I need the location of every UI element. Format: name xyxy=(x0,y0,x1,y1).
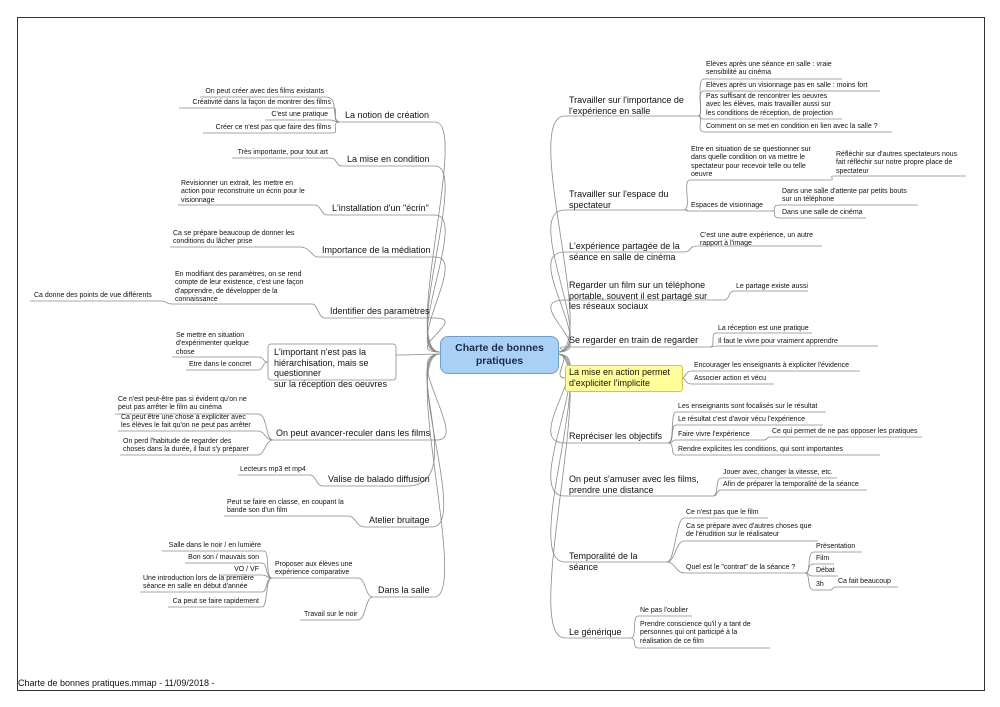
topic-experience-en-salle[interactable]: Travailler sur l'importance de l'expérie… xyxy=(569,95,684,116)
subtopic[interactable]: Une introduction lors de la première séa… xyxy=(143,575,254,591)
subtopic[interactable]: Ce qui permet de ne pas opposer les prat… xyxy=(772,428,918,435)
topic-mise-en-action[interactable]: La mise en action permet d'expliciter l'… xyxy=(569,367,671,388)
subtopic[interactable]: Ne pas l'oublier xyxy=(640,607,689,614)
topic-parametres[interactable]: Identifier des paramètres xyxy=(330,306,430,316)
subtopic[interactable]: Associer action et vécu xyxy=(694,375,766,382)
subtopic[interactable]: Ce n'est peut-être pas si évident qu'on … xyxy=(118,396,247,412)
subtopic[interactable]: Etre en situation de se questionner sur … xyxy=(691,146,811,178)
subtopic[interactable]: Elèves après un visionnage pas en salle … xyxy=(706,82,868,89)
subtopic[interactable]: Créer ce n'est pas que faire des films xyxy=(215,124,331,131)
topic-installation-ecrin[interactable]: L'installation d'un "écrin" xyxy=(332,203,429,213)
topic-balado-diffusion[interactable]: Valise de balado diffusion xyxy=(328,474,430,484)
topic-dans-la-salle[interactable]: Dans la salle xyxy=(378,585,430,595)
topic-generique[interactable]: Le générique xyxy=(569,627,622,637)
subtopic[interactable]: Lecteurs mp3 et mp4 xyxy=(240,466,306,473)
subtopic[interactable]: Réfléchir sur d'autres spectateurs nous … xyxy=(836,151,958,175)
subtopic[interactable]: Les enseignants sont focalisés sur le ré… xyxy=(678,403,818,410)
topic-espace-spectateur[interactable]: Travailler sur l'espace du spectateur xyxy=(569,189,669,210)
subtopic[interactable]: Rendre explicites les conditions, qui so… xyxy=(678,446,843,453)
topic-se-regarder[interactable]: Se regarder en train de regarder xyxy=(569,335,699,345)
subtopic[interactable]: Ca fait beaucoup xyxy=(838,578,891,585)
topic-samuser[interactable]: On peut s'amuser avec les films, prendre… xyxy=(569,474,699,495)
subtopic[interactable]: Comment on se met en condition en lien a… xyxy=(706,123,878,130)
topic-telephone-portable[interactable]: Regarder un film sur un téléphone portab… xyxy=(569,280,708,312)
subtopic[interactable]: Jouer avec, changer la vitesse, etc. xyxy=(723,469,833,476)
topic-experience-partagee[interactable]: L'expérience partagée de la séance en sa… xyxy=(569,241,680,262)
subtopic[interactable]: Ca donne des points de vue différents xyxy=(34,292,152,299)
central-topic[interactable]: Charte de bonnes pratiques xyxy=(440,336,559,374)
topic-avancer-reculer[interactable]: On peut avancer-reculer dans les films xyxy=(276,428,431,438)
subtopic[interactable]: Ca peut être une chose à expliciter avec… xyxy=(121,414,251,430)
subtopic[interactable]: Revisionner un extrait, les mettre en ac… xyxy=(181,180,305,204)
subtopic[interactable]: C'est une autre expérience, un autre rap… xyxy=(700,232,814,248)
subtopic[interactable]: 3h xyxy=(816,581,824,588)
subtopic[interactable]: Créativité dans la façon de montrer des … xyxy=(192,99,331,106)
subtopic[interactable]: Ca peut se faire rapidement xyxy=(172,598,259,605)
topic-temporalite[interactable]: Temporalité de la séance xyxy=(569,551,638,572)
subtopic[interactable]: Très importante, pour tout art xyxy=(237,149,328,156)
subtopic[interactable]: Présentation xyxy=(816,543,856,550)
subtopic[interactable]: Bon son / mauvais son xyxy=(188,554,259,561)
subtopic[interactable]: Afin de préparer la temporalité de la sé… xyxy=(723,481,859,488)
subtopic[interactable]: On perd l'habitude de regarder des chose… xyxy=(123,438,249,454)
subtopic[interactable]: Ca se prépare beaucoup de donner les con… xyxy=(173,230,295,246)
topic-objectifs[interactable]: Repréciser les objectifs xyxy=(569,431,663,441)
subtopic[interactable]: La réception est une pratique xyxy=(718,325,809,332)
subtopic[interactable]: VO / VF xyxy=(234,566,259,573)
highlighted-topic-background xyxy=(565,365,683,392)
subtopic[interactable]: Dans une salle d'attente par petits bout… xyxy=(782,188,907,204)
subtopic[interactable]: Espaces de visionnage xyxy=(691,202,763,209)
subtopic[interactable]: Le partage existe aussi xyxy=(736,283,808,290)
topic-atelier-bruitage[interactable]: Atelier bruitage xyxy=(369,515,430,525)
topic-mediation[interactable]: Importance de la médiation xyxy=(322,245,431,255)
subtopic[interactable]: Faire vivre l'expérience xyxy=(678,431,750,438)
subtopic[interactable]: Pas suffisant de rencontrer les oeuvres … xyxy=(706,93,833,117)
subtopic[interactable]: Dans une salle de cinéma xyxy=(782,209,863,216)
subtopic[interactable]: Elèves après une séance en salle : vraie… xyxy=(706,61,832,77)
subtopic[interactable]: Encourager les enseignants à expliciter … xyxy=(694,362,850,369)
subtopic[interactable]: En modifiant des paramètres, on se rend … xyxy=(175,271,304,303)
subtopic[interactable]: C'est une pratique xyxy=(271,111,328,118)
topic-mise-en-condition[interactable]: La mise en condition xyxy=(347,154,430,164)
subtopic[interactable]: Peut se faire en classe, en coupant la b… xyxy=(227,499,344,515)
subtopic[interactable]: Ce n'est pas que le film xyxy=(686,509,759,516)
topic-hierarchisation[interactable]: L'important n'est pas la hiérarchisation… xyxy=(274,347,388,389)
subtopic[interactable]: Travail sur le noir xyxy=(304,611,358,618)
footer-filename: Charte de bonnes pratiques.mmap - 11/09/… xyxy=(18,678,215,688)
subtopic[interactable]: Film xyxy=(816,555,830,562)
subtopic[interactable]: Proposer aux élèves une expérience compa… xyxy=(275,561,353,577)
subtopic[interactable]: Il faut le vivre pour vraiment apprendre xyxy=(718,338,838,345)
subtopic[interactable]: Quel est le "contrat" de la séance ? xyxy=(686,564,796,571)
subtopic[interactable]: On peut créer avec des films existants xyxy=(205,88,324,95)
subtopic[interactable]: Prendre conscience qu'il y a tant de per… xyxy=(640,621,751,645)
subtopic[interactable]: Débat xyxy=(816,567,835,574)
topic-notion-creation[interactable]: La notion de création xyxy=(345,110,430,120)
subtopic[interactable]: Salle dans le noir / en lumière xyxy=(168,542,261,549)
subtopic[interactable]: Etre dans le concret xyxy=(189,361,252,368)
subtopic[interactable]: Ca se prépare avec d'autres choses que d… xyxy=(686,523,812,539)
subtopic[interactable]: Se mettre en situation d'expérimenter qu… xyxy=(176,332,249,356)
subtopic[interactable]: Le résultat c'est d'avoir vécu l'expérie… xyxy=(678,416,805,423)
